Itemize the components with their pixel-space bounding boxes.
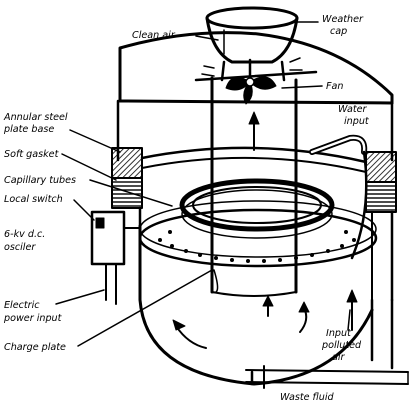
- oscillator-box: [90, 210, 141, 305]
- label-water-input-2: input: [344, 116, 370, 127]
- label-polluted-air-3: air: [332, 352, 346, 363]
- water-input-pipe: [309, 134, 368, 260]
- label-water-input: Water: [338, 104, 368, 115]
- label-oscillator: 6-kv d.c.: [4, 229, 45, 240]
- label-soft-gasket: Soft gasket: [4, 149, 60, 160]
- labels: Clean air Weather cap Fan Water input An…: [3, 14, 370, 403]
- collection-bowl: [138, 224, 374, 386]
- label-polluted-air: Input: [326, 328, 352, 339]
- leader-lines: [55, 21, 351, 347]
- label-electric-power: Electric: [4, 300, 40, 311]
- label-annular-steel: Annular steel: [3, 112, 68, 123]
- clean-air-flow-arrow: [248, 111, 260, 151]
- charge-plate: [138, 200, 378, 268]
- annular-steel-plate: [111, 146, 397, 183]
- label-weather-cap: Weather: [322, 14, 364, 25]
- housing-dome: [116, 31, 394, 162]
- label-waste-fluid: Waste fluid: [280, 392, 334, 403]
- internal-flow-arrows: [172, 289, 358, 349]
- label-polluted-air-2: polluted: [321, 340, 362, 351]
- weather-cap: [205, 6, 299, 82]
- label-fan: Fan: [326, 81, 343, 92]
- label-capillary-tubes: Capillary tubes: [4, 175, 76, 186]
- label-charge-plate: Charge plate: [4, 342, 66, 353]
- label-annular-steel-2: plate base: [3, 124, 54, 135]
- soft-gasket: [111, 177, 397, 213]
- label-electric-power-2: power input: [3, 313, 63, 324]
- waste-fluid-drain: [245, 365, 409, 389]
- label-local-switch: Local switch: [4, 194, 63, 205]
- fan: [194, 57, 318, 105]
- label-clean-air: Clean air: [132, 30, 176, 41]
- vessel-side-walls: [138, 206, 394, 302]
- polluted-air-inlet: [370, 298, 394, 370]
- label-oscillator-2: osciler: [4, 242, 36, 253]
- label-weather-cap-2: cap: [330, 26, 347, 37]
